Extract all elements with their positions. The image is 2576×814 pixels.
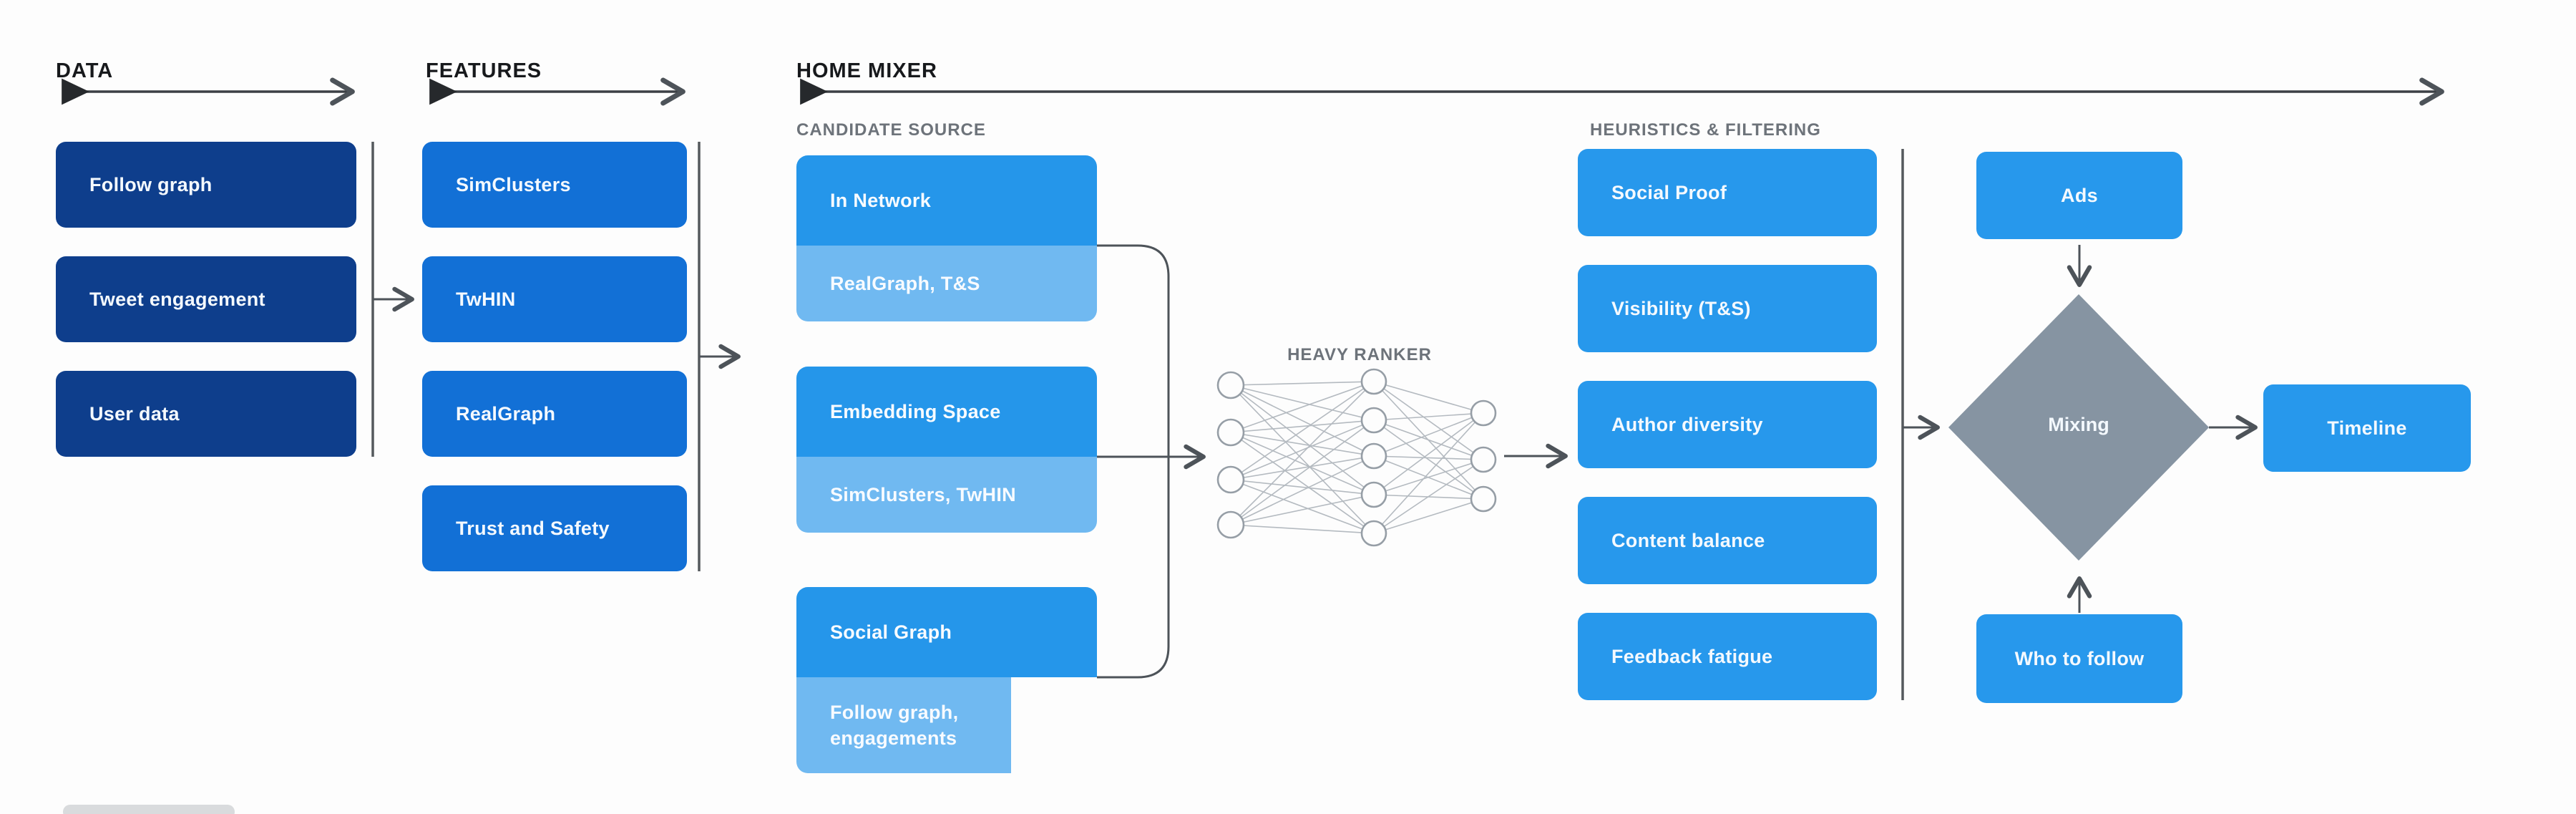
- candidate-source-subheader: CANDIDATE SOURCE: [796, 120, 986, 140]
- heuristics-box-content-balance: Content balance: [1578, 497, 1877, 584]
- data-box-tweet-engagement: Tweet engagement: [56, 256, 356, 342]
- features-box-simclusters: SimClusters: [422, 142, 687, 228]
- cropped-ui-fragment: [63, 805, 235, 814]
- features-box-trust-and-safety: Trust and Safety: [422, 485, 687, 571]
- candidate-group-subtitle: SimClusters, TwHIN: [796, 457, 1097, 533]
- candidate-group-title: Embedding Space: [796, 367, 1097, 457]
- features-box-realgraph: RealGraph: [422, 371, 687, 457]
- candidate-group-subtitle: RealGraph, T&S: [796, 246, 1097, 321]
- ads-box: Ads: [1976, 152, 2182, 239]
- home-mixer-section-header: HOME MIXER: [796, 59, 937, 82]
- heuristics-box-feedback-fatigue: Feedback fatigue: [1578, 613, 1877, 700]
- candidate-group-title: Social Graph: [796, 587, 1097, 677]
- features-box-twhin: TwHIN: [422, 256, 687, 342]
- mixing-diamond: [1948, 294, 2209, 561]
- features-section-header: FEATURES: [426, 59, 542, 82]
- heuristics-filtering-subheader: HEURISTICS & FILTERING: [1590, 120, 1821, 140]
- candidate-group-in-network: In Network RealGraph, T&S: [796, 155, 1097, 321]
- flow-arrows: [373, 244, 2258, 679]
- mixing-diamond-label: Mixing: [2048, 414, 2109, 435]
- data-box-follow-graph: Follow graph: [56, 142, 356, 228]
- heuristics-box-visibility: Visibility (T&S): [1578, 265, 1877, 352]
- data-section-header: DATA: [56, 59, 114, 82]
- timeline-box: Timeline: [2263, 384, 2471, 472]
- candidate-group-title: In Network: [796, 155, 1097, 246]
- candidate-group-embedding-space: Embedding Space SimClusters, TwHIN: [796, 367, 1097, 533]
- heavy-ranker-label: HEAVY RANKER: [1287, 345, 1432, 364]
- heuristics-box-social-proof: Social Proof: [1578, 149, 1877, 236]
- candidate-group-social-graph: Social Graph Follow graph, engagements: [796, 587, 1097, 773]
- data-box-user-data: User data: [56, 371, 356, 457]
- heuristics-box-author-diversity: Author diversity: [1578, 381, 1877, 468]
- who-to-follow-box: Who to follow: [1976, 614, 2182, 703]
- candidate-group-subtitle: Follow graph, engagements: [796, 677, 1011, 773]
- heavy-ranker-network-illustration: [1216, 368, 1497, 547]
